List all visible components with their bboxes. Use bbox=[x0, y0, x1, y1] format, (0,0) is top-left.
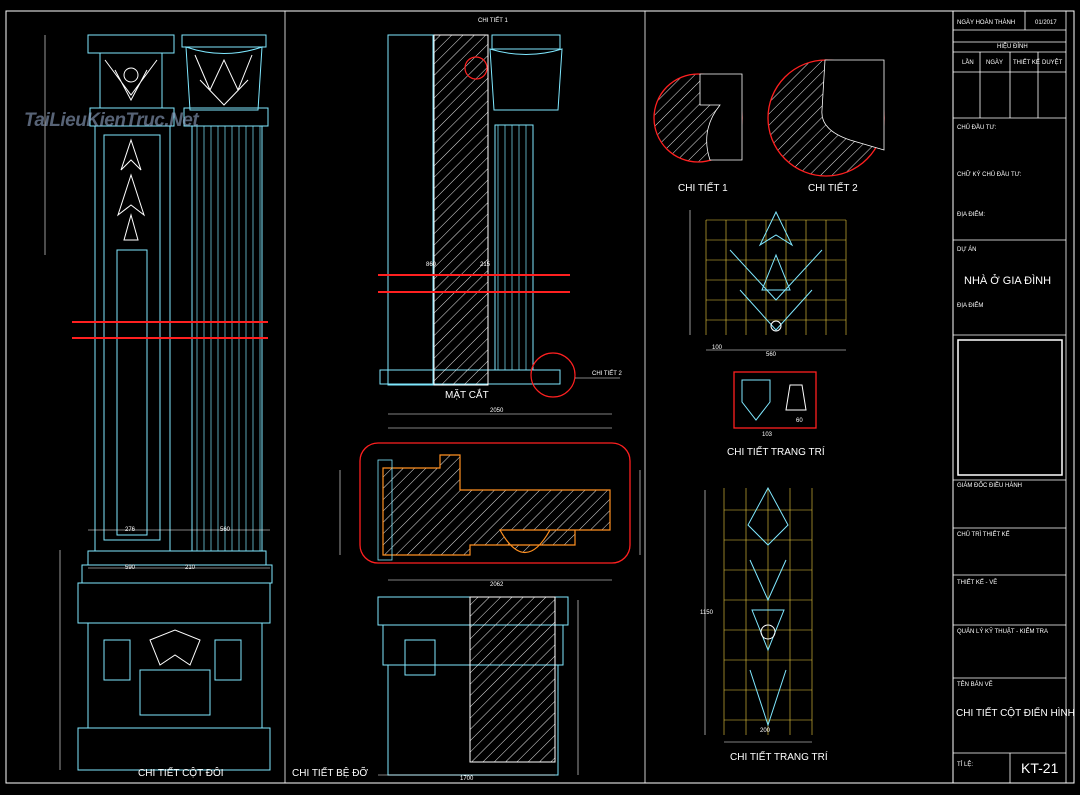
tb-chu-dau-tu: CHỦ ĐẦU TƯ: bbox=[957, 125, 997, 131]
title-block bbox=[953, 11, 1067, 783]
label-chi-tiet-trang-tri-b: CHI TIẾT TRANG TRÍ bbox=[730, 752, 828, 763]
tb-sheet-number: KT-21 bbox=[1021, 760, 1059, 776]
tb-date: 01/2017 bbox=[1035, 20, 1057, 26]
tb-chu-ky: CHỮ KÝ CHỦ ĐẦU TƯ: bbox=[957, 172, 1022, 178]
dim-60: 60 bbox=[796, 418, 803, 424]
tb-dia-diem: ĐỊA ĐIỂM: bbox=[957, 212, 986, 218]
tb-hieu-dinh: HIỆU ĐÍNH bbox=[997, 44, 1028, 50]
label-chi-tiet-be-do: CHI TIẾT BỆ ĐỠ bbox=[292, 768, 368, 779]
detail-1-circle bbox=[653, 73, 743, 163]
ornament-grid-1 bbox=[705, 210, 847, 335]
callout-chi-tiet-2: CHI TIẾT 2 bbox=[592, 371, 622, 377]
tb-chu-tri: CHỦ TRÌ THIẾT KẾ bbox=[957, 532, 1010, 538]
dim-590: 590 bbox=[125, 565, 136, 571]
tb-ten-ban-ve: TÊN BẢN VẼ bbox=[957, 682, 993, 688]
tb-ngay-hoan-thanh: NGÀY HOÀN THÀNH bbox=[957, 20, 1016, 26]
callout-chi-tiet-1: CHI TIẾT 1 bbox=[478, 18, 508, 24]
tb-ty-le: TỈ LỆ: bbox=[957, 762, 974, 768]
tb-quan-ly: QUẢN LÝ KỸ THUẬT - KIỂM TRA bbox=[957, 629, 1049, 635]
label-chi-tiet-1: CHI TIẾT 1 bbox=[678, 183, 728, 194]
dim-2050: 2050 bbox=[490, 408, 504, 414]
label-chi-tiet-cot-doi: CHI TIẾT CỘT ĐÔI bbox=[138, 768, 224, 779]
tb-lan: LẦN bbox=[962, 60, 974, 66]
dim-560b: 560 bbox=[766, 352, 777, 358]
tb-thiet-ke-ve: THIẾT KẾ - VẼ bbox=[957, 580, 998, 586]
label-chi-tiet-2: CHI TIẾT 2 bbox=[808, 183, 858, 194]
tb-du-an: DỰ ÁN bbox=[957, 247, 977, 253]
dim-860: 860 bbox=[426, 262, 437, 268]
double-column-elevation bbox=[72, 34, 273, 771]
tb-duyet: DUYỆT bbox=[1042, 60, 1063, 66]
tb-dia-diem-2: ĐỊA ĐIỂM bbox=[957, 303, 984, 309]
label-chi-tiet-trang-tri-a: CHI TIẾT TRANG TRÍ bbox=[727, 447, 825, 458]
dim-1150: 1150 bbox=[700, 610, 713, 616]
ornament-grid-2 bbox=[723, 486, 813, 735]
watermark-text: TaiLieuKienTruc.Net bbox=[24, 110, 199, 131]
dim-560: 560 bbox=[220, 527, 231, 533]
dim-103: 103 bbox=[762, 432, 773, 438]
base-plan-detail bbox=[359, 442, 631, 564]
ornament-small bbox=[733, 371, 817, 429]
detail-2-circle bbox=[767, 59, 885, 177]
tb-drawing-name: CHI TIẾT CỘT ĐIỂN HÌNH bbox=[956, 708, 1075, 719]
tb-ngay: NGÀY bbox=[986, 60, 1004, 66]
dim-200: 200 bbox=[760, 728, 771, 734]
tb-project-name: NHÀ Ở GIA ĐÌNH bbox=[964, 275, 1052, 287]
pedestal-elevation bbox=[377, 596, 569, 776]
dim-276: 276 bbox=[125, 527, 136, 533]
label-mat-cat: MẶT CẮT bbox=[445, 390, 489, 401]
dim-210: 210 bbox=[185, 565, 196, 571]
dim-2062: 2062 bbox=[490, 582, 504, 588]
section-view bbox=[378, 34, 570, 386]
dim-215: 215 bbox=[480, 262, 491, 268]
dim-1700: 1700 bbox=[460, 776, 474, 782]
dim-100: 100 bbox=[712, 345, 723, 351]
tb-thiet-ke: THIẾT KẾ bbox=[1013, 60, 1040, 66]
tb-giam-doc: GIÁM ĐỐC ĐIỀU HÀNH bbox=[957, 483, 1023, 489]
